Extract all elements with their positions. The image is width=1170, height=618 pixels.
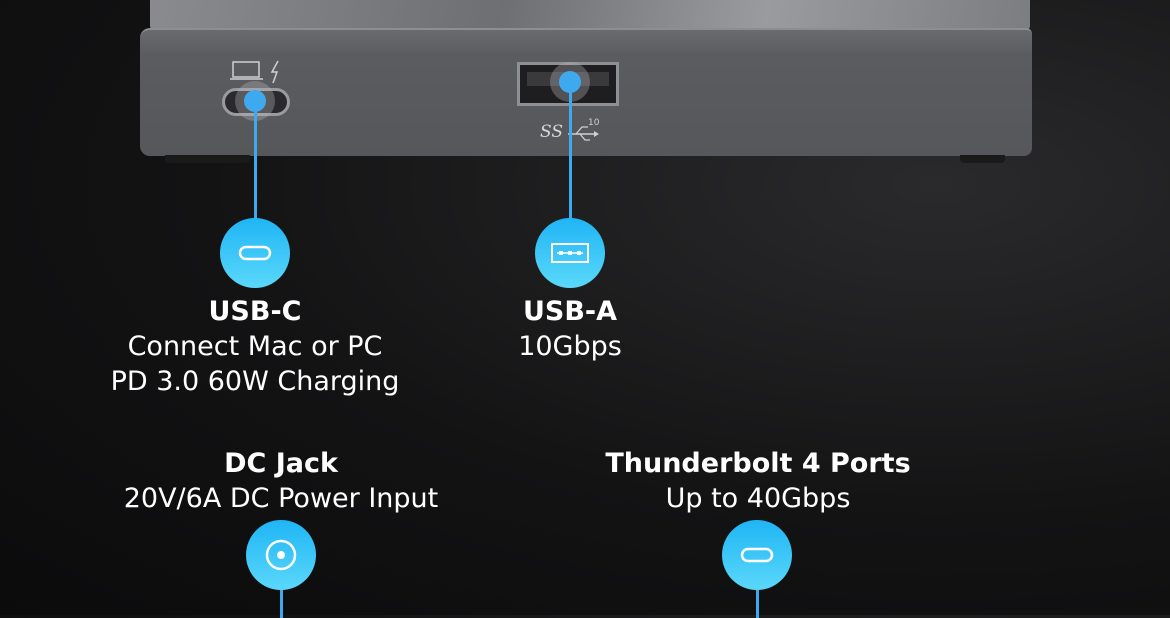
usb-c-description-2: PD 3.0 60W Charging <box>110 366 400 397</box>
dc-jack-connector-line <box>280 588 283 618</box>
superspeed-marking: SS <box>540 122 563 142</box>
device-foot <box>165 155 250 163</box>
thunderbolt-label: Thunderbolt 4 Ports Up to 40Gbps <box>558 446 958 516</box>
dc-jack-title: DC Jack <box>224 448 338 479</box>
usb-a-icon <box>535 218 605 288</box>
device-top-surface <box>150 0 1030 30</box>
usb-a-label: USB-A 10Gbps <box>370 294 770 364</box>
svg-text:10: 10 <box>588 118 600 128</box>
thunderbolt-description: Up to 40Gbps <box>665 483 851 514</box>
usb-c-connector-line <box>254 100 257 220</box>
usb-c-label: USB-C Connect Mac or PC PD 3.0 60W Charg… <box>55 294 455 399</box>
dc-jack-label: DC Jack 20V/6A DC Power Input <box>81 446 481 516</box>
usb-symbol-icon: 10 <box>568 118 600 141</box>
laptop-thunderbolt-marking-icon <box>230 60 279 84</box>
dc-jack-icon <box>246 520 316 590</box>
thunderbolt-connector-line <box>756 588 759 618</box>
usb-a-title: USB-A <box>522 296 618 327</box>
dc-jack-description: 20V/6A DC Power Input <box>123 483 439 514</box>
thunderbolt-usb-c-icon <box>722 520 792 590</box>
device-foot <box>960 155 1005 163</box>
usb-a-description: 10Gbps <box>518 331 622 362</box>
usb-c-description-1: Connect Mac or PC <box>127 331 383 362</box>
usb-c-icon <box>220 218 290 288</box>
usb-c-title: USB-C <box>208 296 302 327</box>
thunderbolt-title: Thunderbolt 4 Ports <box>605 448 911 479</box>
usb-a-connector-line <box>569 82 572 220</box>
